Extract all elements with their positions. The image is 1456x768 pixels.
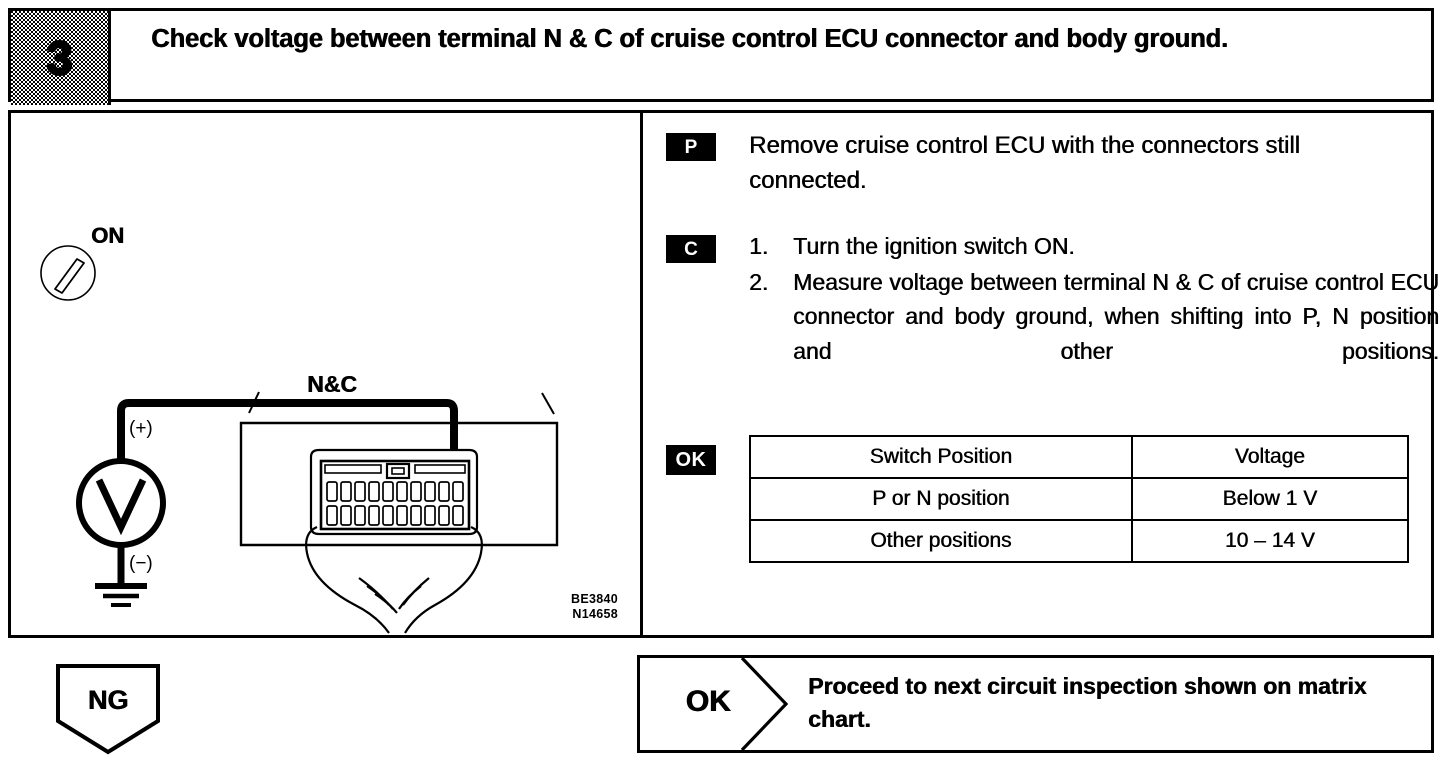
wiring-illustration: ON — [11, 113, 640, 635]
ok-outcome-box: OK Proceed to next circuit inspection sh… — [637, 655, 1434, 753]
figure-code-line-2: N14658 — [572, 606, 618, 621]
ng-outcome-shield — [55, 663, 161, 755]
ok-result-badge: OK — [666, 445, 716, 475]
column-header-switch-position: Switch Position — [749, 435, 1133, 479]
cell-voltage: Below 1 V — [1130, 477, 1410, 521]
ok-outcome-message: Proceed to next circuit inspection shown… — [808, 673, 1367, 732]
illustration-svg — [40, 245, 559, 634]
chevron-right-icon — [736, 656, 796, 752]
ecu-body-outline — [239, 391, 559, 547]
figure-code: BE3840 N14658 — [571, 592, 618, 621]
check-step-list: 1. Turn the ignition switch ON. 2. Measu… — [749, 229, 1439, 404]
step-header: 3 Check voltage between terminal N & C o… — [8, 8, 1434, 105]
wire-harness — [305, 525, 483, 634]
ok-outcome-label: OK — [685, 685, 731, 718]
negative-terminal-label: (−) — [129, 553, 153, 574]
table-row: Other positions 10 – 14 V — [749, 519, 1410, 563]
list-item-number: 1. — [749, 233, 769, 259]
ignition-on-label: ON — [91, 223, 124, 248]
list-item: 1. Turn the ignition switch ON. — [749, 229, 1439, 264]
positive-terminal-label: (+) — [129, 418, 153, 439]
list-item-text: Turn the ignition switch ON. — [793, 233, 1075, 259]
specification-table: Switch Position Voltage P or N position … — [749, 435, 1410, 563]
list-item-number: 2. — [749, 268, 769, 295]
step-number: 3 — [46, 32, 73, 84]
table-header-row: Switch Position Voltage — [749, 435, 1410, 479]
probe-point-label: N&C — [307, 371, 357, 397]
column-header-voltage: Voltage — [1130, 435, 1410, 479]
step-number-box: 3 — [11, 11, 111, 105]
column-divider — [640, 113, 643, 635]
ground-symbol — [95, 583, 147, 607]
ng-outcome-label: NG — [87, 684, 129, 715]
cell-switch-position: P or N position — [749, 477, 1133, 521]
page-title: Check voltage between terminal N & C of … — [151, 25, 1228, 53]
check-badge: C — [666, 235, 716, 263]
table-row: P or N position Below 1 V — [749, 477, 1410, 521]
prepare-badge: P — [666, 133, 716, 161]
list-item: 2. Measure voltage between terminal N & … — [749, 265, 1439, 403]
instruction-column: P Remove cruise control ECU with the con… — [643, 113, 1439, 635]
figure-code-line-1: BE3840 — [571, 592, 618, 607]
cell-voltage: 10 – 14 V — [1130, 519, 1410, 563]
voltmeter-symbol — [76, 458, 166, 548]
ignition-switch-icon — [40, 245, 96, 301]
list-item-text: Measure voltage between terminal N & C o… — [793, 268, 1439, 364]
step-body: ON — [8, 110, 1439, 638]
cell-switch-position: Other positions — [749, 519, 1133, 563]
ecu-connector — [309, 448, 479, 536]
prepare-text: Remove cruise control ECU with the conne… — [749, 132, 1300, 194]
